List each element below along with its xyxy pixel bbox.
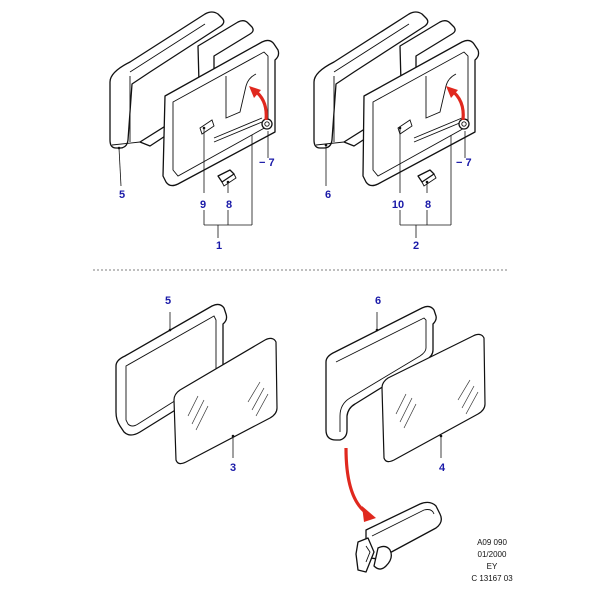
reference-line-4: C 13167 03 (471, 574, 513, 583)
reference-line-1: A09 090 (477, 538, 507, 547)
callout-8-left: 8 (226, 199, 232, 211)
callout-6-bottom: 6 (375, 295, 381, 307)
seal-6-glass-4-leaders (375, 312, 443, 458)
seal-6-glass-4-drawing (325, 305, 486, 463)
callout-10: 10 (392, 199, 404, 211)
callout-9: 9 (200, 199, 206, 211)
callout-3: 3 (230, 462, 236, 474)
assembly-2-leaders (324, 126, 466, 238)
assembly-2-drawing (313, 11, 480, 187)
seal-5-glass-3-leaders (168, 312, 235, 458)
callout-2: 2 (413, 240, 419, 252)
callout-1: 1 (216, 240, 222, 252)
callout-6-top: 6 (325, 189, 331, 201)
seal-5-glass-3-drawing (115, 303, 278, 465)
assembly-1-drawing (109, 11, 280, 187)
profile-detail-arrow (344, 447, 376, 522)
assembly-1-leaders (117, 126, 269, 238)
reference-line-2: 01/2000 (478, 550, 507, 559)
reference-block: A09 090 01/2000 EY C 13167 03 (471, 538, 513, 583)
reference-line-3: EY (487, 562, 498, 571)
callout-7-right: − 7 (456, 157, 472, 169)
callout-4: 4 (439, 462, 446, 474)
callout-5-top: 5 (119, 189, 125, 201)
callout-8-right: 8 (425, 199, 431, 211)
callout-5-bottom: 5 (165, 295, 171, 307)
callout-7-left: − 7 (259, 157, 275, 169)
seal-profile-detail (355, 501, 442, 573)
